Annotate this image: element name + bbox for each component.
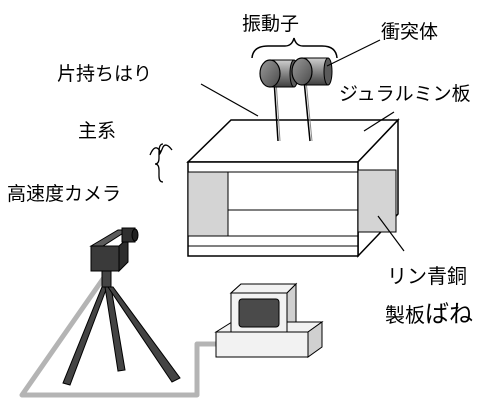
computer	[214, 282, 324, 358]
monitor-redraw-top	[229, 283, 298, 294]
rod-left-inner	[275, 79, 281, 142]
label-duralumin-plate: ジュラルミン板	[339, 83, 471, 105]
label-spring-line2: 製板ばね	[385, 300, 473, 328]
oscillator-brace	[251, 37, 338, 59]
camera-lens	[131, 228, 139, 242]
signal-cable	[19, 274, 224, 398]
right-spring-panel	[357, 169, 397, 233]
tripod-leg-right	[107, 286, 181, 383]
monitor-redraw-screen	[238, 298, 280, 328]
label-oscillator: 振動子	[242, 13, 299, 35]
label-spring-kanji: 製板	[385, 303, 425, 327]
rod-left	[273, 79, 279, 142]
label-spring-kana: ばね	[425, 300, 473, 328]
base-unit-front	[215, 331, 309, 358]
camera-lens-body	[118, 236, 129, 273]
leader-duralumin	[363, 111, 395, 132]
leader-cantilever	[200, 83, 259, 117]
leader-spring	[377, 215, 405, 252]
camera-body	[90, 245, 120, 272]
rod-right	[303, 79, 311, 142]
label-main-system: 主系	[78, 120, 116, 142]
oscillator-cylinder-right	[291, 57, 333, 86]
squiggle-mark	[149, 144, 173, 156]
camera-tripod	[62, 227, 181, 386]
label-high-speed-camera: 高速度カメラ	[7, 183, 121, 205]
tripod-head	[101, 270, 112, 288]
leader-impactor	[326, 39, 381, 67]
rod-right-inner	[305, 79, 313, 142]
label-impactor: 衝突体	[381, 21, 438, 43]
left-spring-panel	[187, 171, 229, 237]
label-cantilever: 片持ちはり	[57, 63, 152, 85]
main-system-box	[186, 118, 400, 258]
label-spring-line1: リン青銅	[387, 264, 467, 288]
main-system-bracket	[154, 143, 164, 183]
